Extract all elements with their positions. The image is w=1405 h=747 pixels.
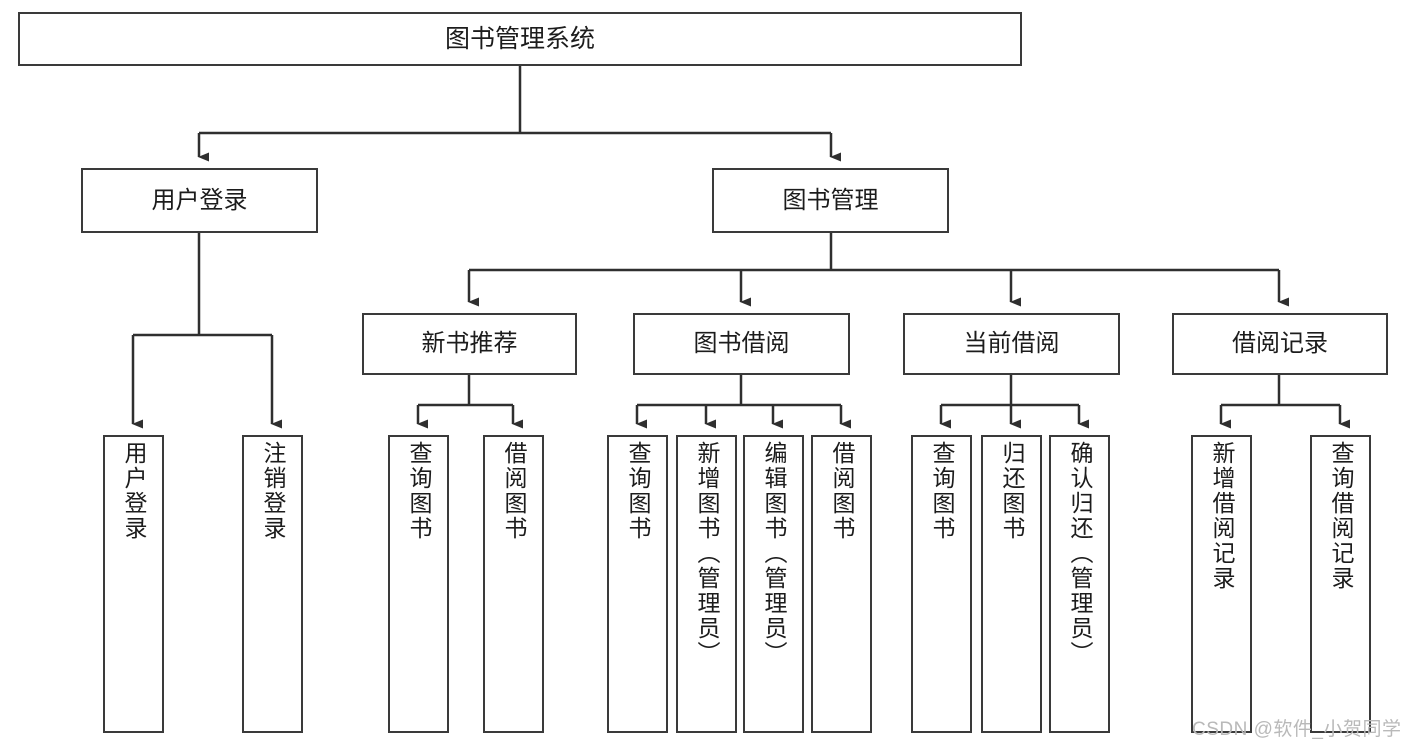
node-label: 图书借阅 <box>693 330 790 358</box>
node-label: 归还图书 <box>999 441 1025 541</box>
node-label: 借阅图书 <box>501 441 527 541</box>
node-label: 用户登录 <box>151 186 248 214</box>
node-label: 用户登录 <box>121 441 147 541</box>
leaf-borrow-book-recommend[interactable]: 借阅图书 <box>483 435 544 733</box>
node-label: 新增借阅记录 <box>1209 441 1235 591</box>
node-label: 查询图书 <box>625 441 651 541</box>
leaf-query-book-recommend[interactable]: 查询图书 <box>388 435 449 733</box>
node-label: 查询图书 <box>929 441 955 541</box>
node-label: 图书管理 <box>782 186 879 214</box>
leaf-add-book[interactable]: 新增图书（管理员） <box>676 435 737 733</box>
node-current-borrow[interactable]: 当前借阅 <box>903 313 1120 375</box>
node-label: 图书管理系统 <box>444 24 595 53</box>
node-label: 借阅记录 <box>1232 330 1328 358</box>
leaf-borrow-book[interactable]: 借阅图书 <box>811 435 872 733</box>
node-new-book-recommend[interactable]: 新书推荐 <box>362 313 577 375</box>
node-label: 当前借阅 <box>963 330 1060 358</box>
leaf-add-borrow-record[interactable]: 新增借阅记录 <box>1191 435 1252 733</box>
watermark-text: CSDN @软件_小贺同学 <box>1192 719 1402 740</box>
leaf-query-book-current[interactable]: 查询图书 <box>911 435 972 733</box>
leaf-query-borrow-record[interactable]: 查询借阅记录 <box>1310 435 1371 733</box>
node-label: 编辑图书（管理员） <box>761 441 787 666</box>
node-label: 借阅图书 <box>829 441 855 541</box>
leaf-edit-book[interactable]: 编辑图书（管理员） <box>743 435 804 733</box>
node-book-borrow[interactable]: 图书借阅 <box>633 313 850 375</box>
node-label: 确认归还（管理员） <box>1067 441 1093 666</box>
node-root-system[interactable]: 图书管理系统 <box>18 12 1022 66</box>
leaf-query-book-borrow[interactable]: 查询图书 <box>607 435 668 733</box>
node-user-login[interactable]: 用户登录 <box>81 168 318 233</box>
leaf-return-book[interactable]: 归还图书 <box>981 435 1042 733</box>
leaf-confirm-return[interactable]: 确认归还（管理员） <box>1049 435 1110 733</box>
leaf-user-login[interactable]: 用户登录 <box>103 435 164 733</box>
node-label: 查询借阅记录 <box>1328 441 1354 591</box>
leaf-logout-login[interactable]: 注销登录 <box>242 435 303 733</box>
node-label: 注销登录 <box>260 441 286 541</box>
node-borrow-record[interactable]: 借阅记录 <box>1172 313 1388 375</box>
node-label: 查询图书 <box>406 441 432 541</box>
node-label: 新增图书（管理员） <box>694 441 720 666</box>
node-book-manage[interactable]: 图书管理 <box>712 168 949 233</box>
node-label: 新书推荐 <box>421 330 518 358</box>
